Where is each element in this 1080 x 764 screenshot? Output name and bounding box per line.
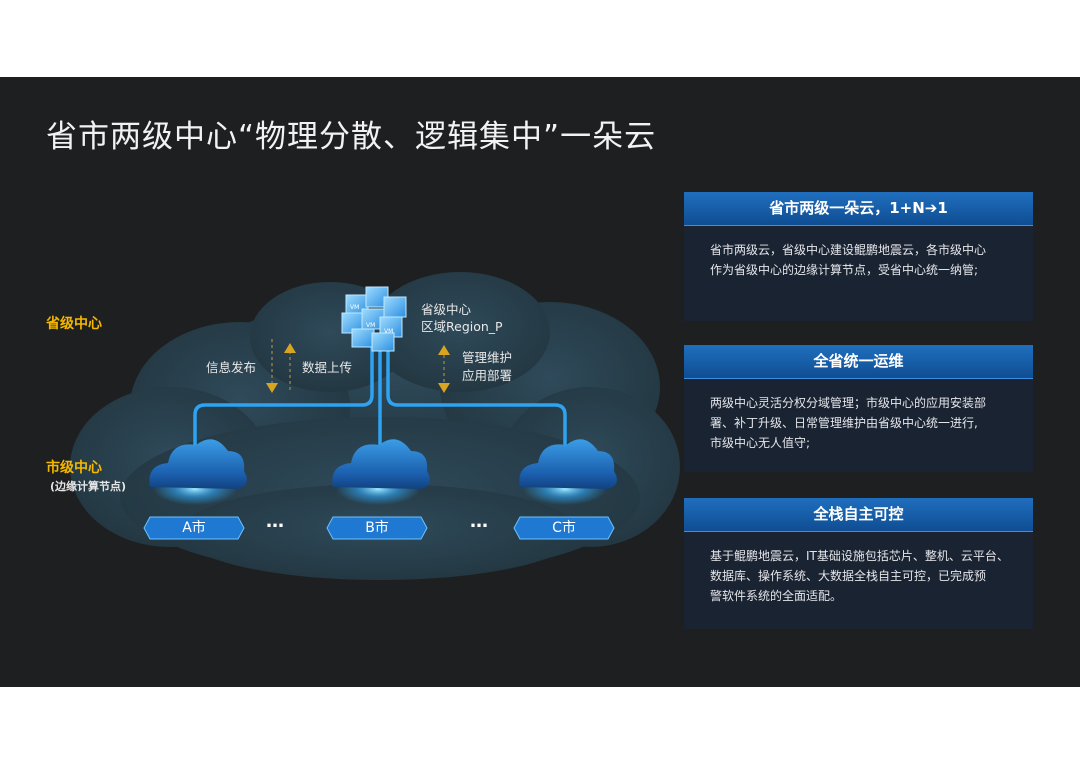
city-label: A市: [146, 517, 242, 539]
city-badge-b: B市: [329, 517, 425, 539]
vm-text: VM: [384, 328, 393, 335]
panel-unified-ops: 全省统一运维 两级中心灵活分权分域管理；市级中心的应用安装部 署、补丁升级、日常…: [684, 345, 1033, 472]
city-badge-c: C市: [516, 517, 612, 539]
panel-text-line: 两级中心灵活分权分域管理；市级中心的应用安装部: [710, 393, 1021, 413]
center-region: 区域Region_P: [421, 318, 503, 336]
panel-body: 基于鲲鹏地震云，IT基础设施包括芯片、整机、云平台、 数据库、操作系统、大数据全…: [684, 532, 1033, 618]
tier-city-label: 市级中心: [46, 457, 102, 477]
panel-body: 省市两级云，省级中心建设鲲鹏地震云，各市级中心 作为省级中心的边缘计算节点，受省…: [684, 226, 1033, 292]
panel-text-line: 作为省级中心的边缘计算节点，受省中心统一纳管;: [710, 260, 1021, 280]
panel-header: 省市两级一朵云，1+N➔1: [684, 192, 1033, 226]
ellipsis-bc: …: [470, 511, 490, 532]
mgmt-label-1: 管理维护: [462, 349, 512, 367]
panel-self-control: 全栈自主可控 基于鲲鹏地震云，IT基础设施包括芯片、整机、云平台、 数据库、操作…: [684, 498, 1033, 629]
data-upload-label: 数据上传: [302, 359, 352, 377]
panel-text-line: 数据库、操作系统、大数据全栈自主可控，已完成预: [710, 566, 1021, 586]
panel-body: 两级中心灵活分权分域管理；市级中心的应用安装部 署、补丁升级、日常管理维护由省级…: [684, 379, 1033, 465]
tier-province-label: 省级中心: [46, 313, 102, 333]
diagram-canvas: VM VM VM: [0, 77, 680, 687]
panel-one-cloud: 省市两级一朵云，1+N➔1 省市两级云，省级中心建设鲲鹏地震云，各市级中心 作为…: [684, 192, 1033, 321]
vm-text: VM: [366, 322, 375, 329]
panel-header: 全栈自主可控: [684, 498, 1033, 532]
city-badge-a: A市: [146, 517, 242, 539]
panel-text-line: 警软件系统的全面适配。: [710, 586, 1021, 606]
center-name: 省级中心: [421, 301, 471, 319]
slide: 省市两级中心“物理分散、逻辑集中”一朵云: [0, 77, 1080, 687]
panel-header: 全省统一运维: [684, 345, 1033, 379]
info-publish-label: 信息发布: [206, 359, 256, 377]
panel-text-line: 基于鲲鹏地震云，IT基础设施包括芯片、整机、云平台、: [710, 546, 1021, 566]
panel-text-line: 省市两级云，省级中心建设鲲鹏地震云，各市级中心: [710, 240, 1021, 260]
city-label: B市: [329, 517, 425, 539]
ellipsis-ab: …: [266, 511, 286, 532]
vm-text: VM: [350, 304, 359, 311]
tier-city-sublabel: (边缘计算节点): [50, 478, 126, 494]
architecture-diagram: VM VM VM: [0, 77, 680, 687]
panel-text-line: 署、补丁升级、日常管理维护由省级中心统一进行,: [710, 413, 1021, 433]
panel-text-line: 市级中心无人值守;: [710, 433, 1021, 453]
mgmt-label-2: 应用部署: [462, 367, 512, 385]
city-label: C市: [516, 517, 612, 539]
